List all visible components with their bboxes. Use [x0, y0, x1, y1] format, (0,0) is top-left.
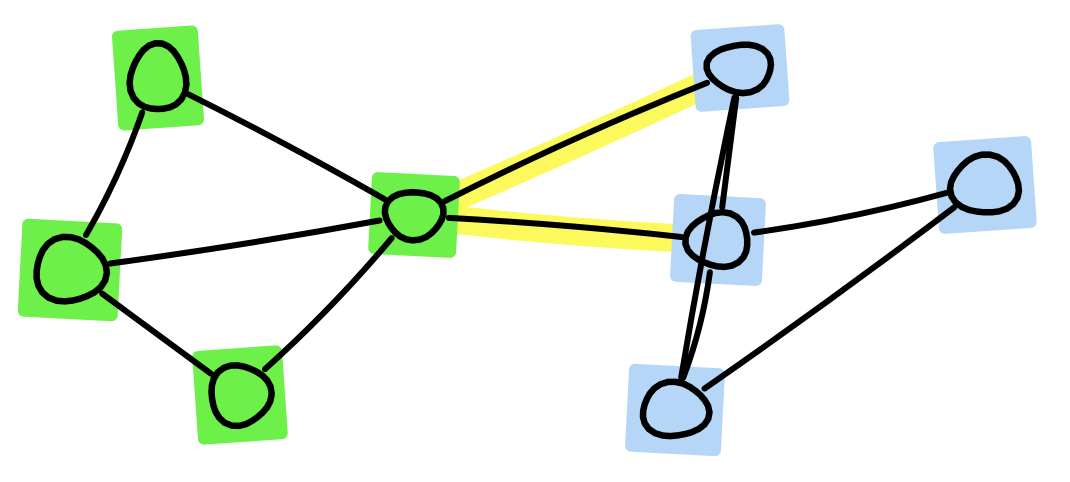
edge-g1-g4 — [185, 91, 388, 203]
edge-b3-b4 — [701, 204, 958, 392]
node-b1[interactable] — [703, 41, 775, 97]
node-g3[interactable] — [208, 362, 275, 430]
node-patch-b1 — [690, 24, 790, 112]
edge-g2-g4 — [107, 217, 383, 267]
node-b2[interactable] — [682, 208, 751, 271]
edge-b1-b4 — [678, 94, 738, 381]
edge-g1-g2 — [83, 109, 146, 238]
node-g4[interactable] — [381, 189, 447, 244]
edge-layer — [83, 79, 958, 392]
node-g1[interactable] — [126, 39, 190, 113]
node-layer — [33, 39, 1023, 440]
edge-b2-b3 — [751, 190, 950, 236]
node-g2[interactable] — [33, 233, 111, 305]
edge-g3-g4 — [262, 235, 395, 373]
edge-g4-b1 — [441, 79, 711, 205]
edge-b2-b4 — [680, 269, 713, 381]
node-b3[interactable] — [946, 151, 1023, 216]
edge-g2-g3 — [99, 290, 214, 377]
node-patch-g1 — [112, 25, 204, 131]
node-b4[interactable] — [639, 378, 713, 440]
edge-g4-b2 — [445, 214, 685, 240]
